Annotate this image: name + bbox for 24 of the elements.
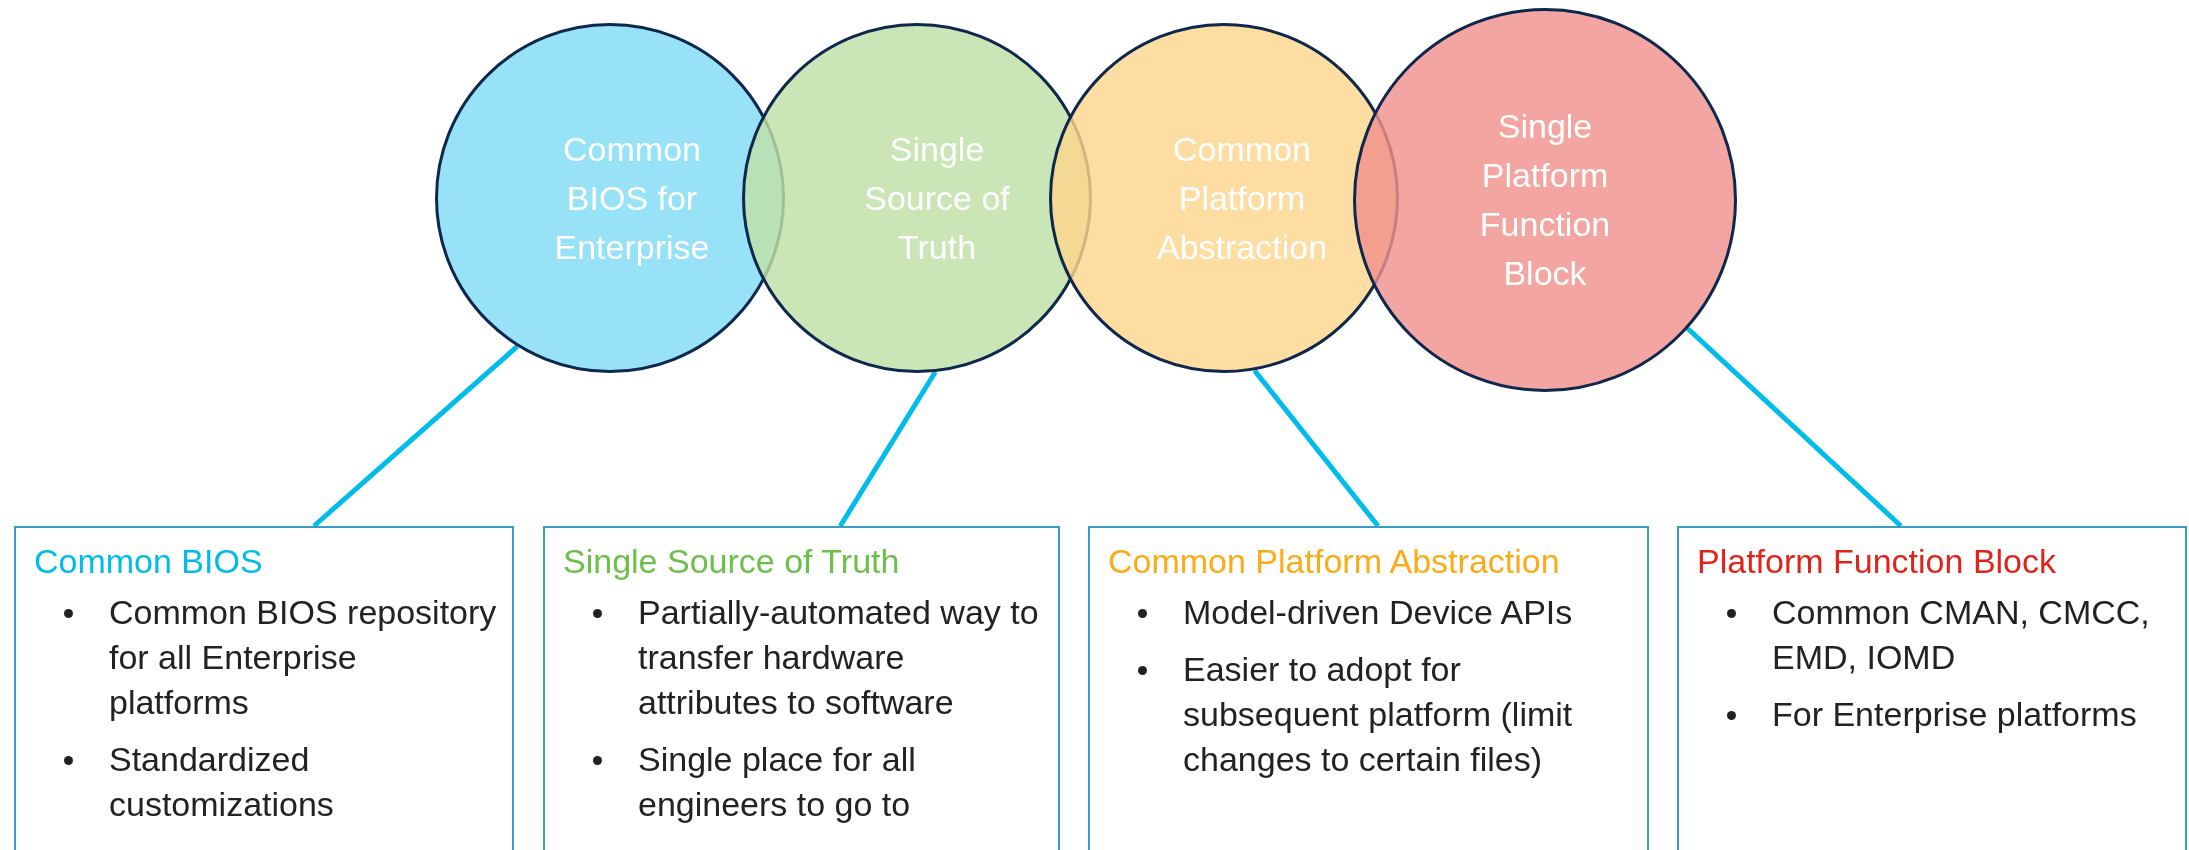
- connector-line: [1686, 326, 1903, 528]
- connector-line: [312, 344, 519, 528]
- bullet-text: Partially-automated way to transfer hardware attributes to software: [638, 592, 1040, 723]
- circle-label: Common Platform Abstraction: [1155, 128, 1329, 268]
- circle-label: Common BIOS for Enterprise: [553, 128, 711, 268]
- panel-heading: Common BIOS: [34, 541, 264, 582]
- connector-line: [838, 370, 938, 528]
- bullet-text: Easier to adopt for subsequent platform (limit changes to certain files): [1183, 649, 1574, 780]
- circle-label: Single Platform Function Block: [1478, 106, 1612, 294]
- text-panel: [543, 526, 1060, 850]
- bullet-text: For Enterprise platforms: [1772, 694, 2137, 735]
- text-panel: [14, 526, 514, 850]
- text-panel: [1677, 526, 2187, 850]
- circle-label: Single Source of Truth: [863, 128, 1011, 268]
- bullet-text: Common BIOS repository for all Enterprise platforms: [109, 592, 498, 723]
- bullet-text: Common CMAN, CMCC, EMD, IOMD: [1772, 592, 2151, 678]
- panel-heading: Single Source of Truth: [563, 541, 901, 582]
- panel-heading: Common Platform Abstraction: [1108, 541, 1561, 582]
- bullet-text: Standardized customizations: [109, 739, 335, 825]
- connector-line: [1252, 368, 1380, 528]
- panel-heading: Platform Function Block: [1697, 541, 2058, 582]
- bullet-text: Model-driven Device APIs: [1183, 592, 1573, 633]
- bullet-text: Single place for all engineers to go to: [638, 739, 917, 825]
- text-panel: [1088, 526, 1649, 850]
